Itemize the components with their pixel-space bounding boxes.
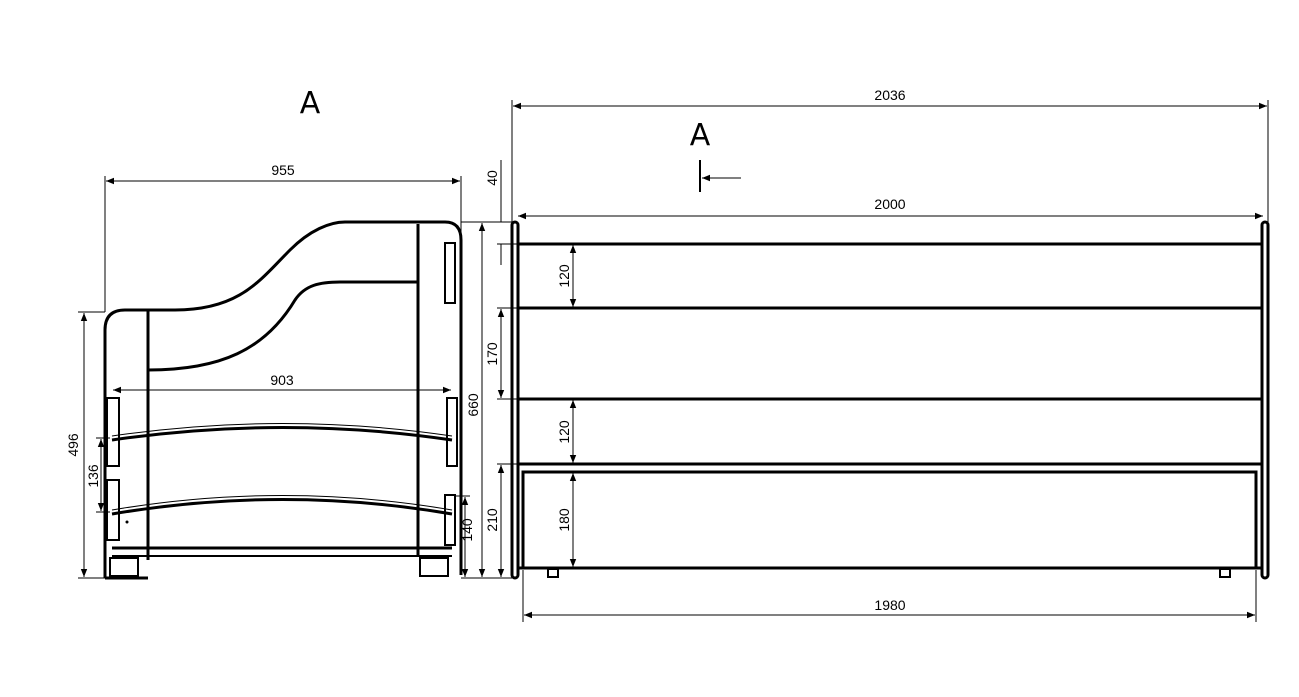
dim-label-2000: 2000 xyxy=(874,196,905,212)
side-foot-right xyxy=(419,557,449,577)
side-slot-left-bottom xyxy=(106,479,120,541)
dim-front-length-2000: 2000 xyxy=(518,196,1263,220)
dim-side-height-660: 660 xyxy=(461,221,498,579)
dim-front-chain-left: 40 170 210 xyxy=(484,160,518,579)
dim-label-496: 496 xyxy=(65,433,81,457)
front-rails xyxy=(518,242,1262,570)
side-base xyxy=(105,520,452,580)
front-post-left xyxy=(510,220,520,580)
section-marker-a: A xyxy=(690,118,741,192)
drawer-wheel-right xyxy=(1219,568,1231,578)
side-panel-bottom xyxy=(444,494,456,546)
dim-front-length-1980: 1980 xyxy=(522,570,1257,622)
section-marker-label: A xyxy=(690,118,711,153)
drawer-front xyxy=(521,470,1258,570)
dim-label-660: 660 xyxy=(465,393,481,417)
dim-side-height-140: 140 xyxy=(455,495,475,579)
dim-side-width-955: 955 xyxy=(104,162,462,312)
section-title-a: A xyxy=(300,86,321,121)
side-view: A 955 xyxy=(65,86,498,580)
side-slot-left-top xyxy=(106,397,120,467)
dim-side-width-903: 903 xyxy=(113,372,451,394)
dim-label-120-top: 120 xyxy=(556,264,572,288)
dim-label-210: 210 xyxy=(484,508,500,532)
dim-side-height-496: 496 xyxy=(65,311,105,579)
drawer-wheel-left xyxy=(547,568,559,578)
dim-label-140: 140 xyxy=(459,518,475,542)
dim-label-136: 136 xyxy=(85,464,101,488)
side-slats xyxy=(111,423,453,516)
dim-label-955: 955 xyxy=(271,162,295,178)
side-foot-left xyxy=(109,557,139,577)
dim-side-height-136: 136 xyxy=(85,437,110,513)
side-panel-top xyxy=(444,242,456,304)
dim-label-170: 170 xyxy=(484,342,500,366)
dim-front-chain-inner: 120 120 180 xyxy=(556,245,577,567)
dim-label-2036: 2036 xyxy=(874,87,905,103)
dim-label-1980: 1980 xyxy=(874,597,905,613)
front-view: A 2036 2000 xyxy=(484,87,1270,622)
dim-label-903: 903 xyxy=(270,372,294,388)
dim-label-40: 40 xyxy=(484,170,500,186)
dim-label-180: 180 xyxy=(556,508,572,532)
front-drawer xyxy=(521,470,1258,578)
side-frame xyxy=(103,220,463,578)
dim-label-120-mid: 120 xyxy=(556,420,572,444)
side-screw xyxy=(125,520,129,524)
front-post-right xyxy=(1260,220,1270,580)
side-slot-right xyxy=(446,397,458,467)
dim-front-length-2036: 2036 xyxy=(511,87,1269,225)
